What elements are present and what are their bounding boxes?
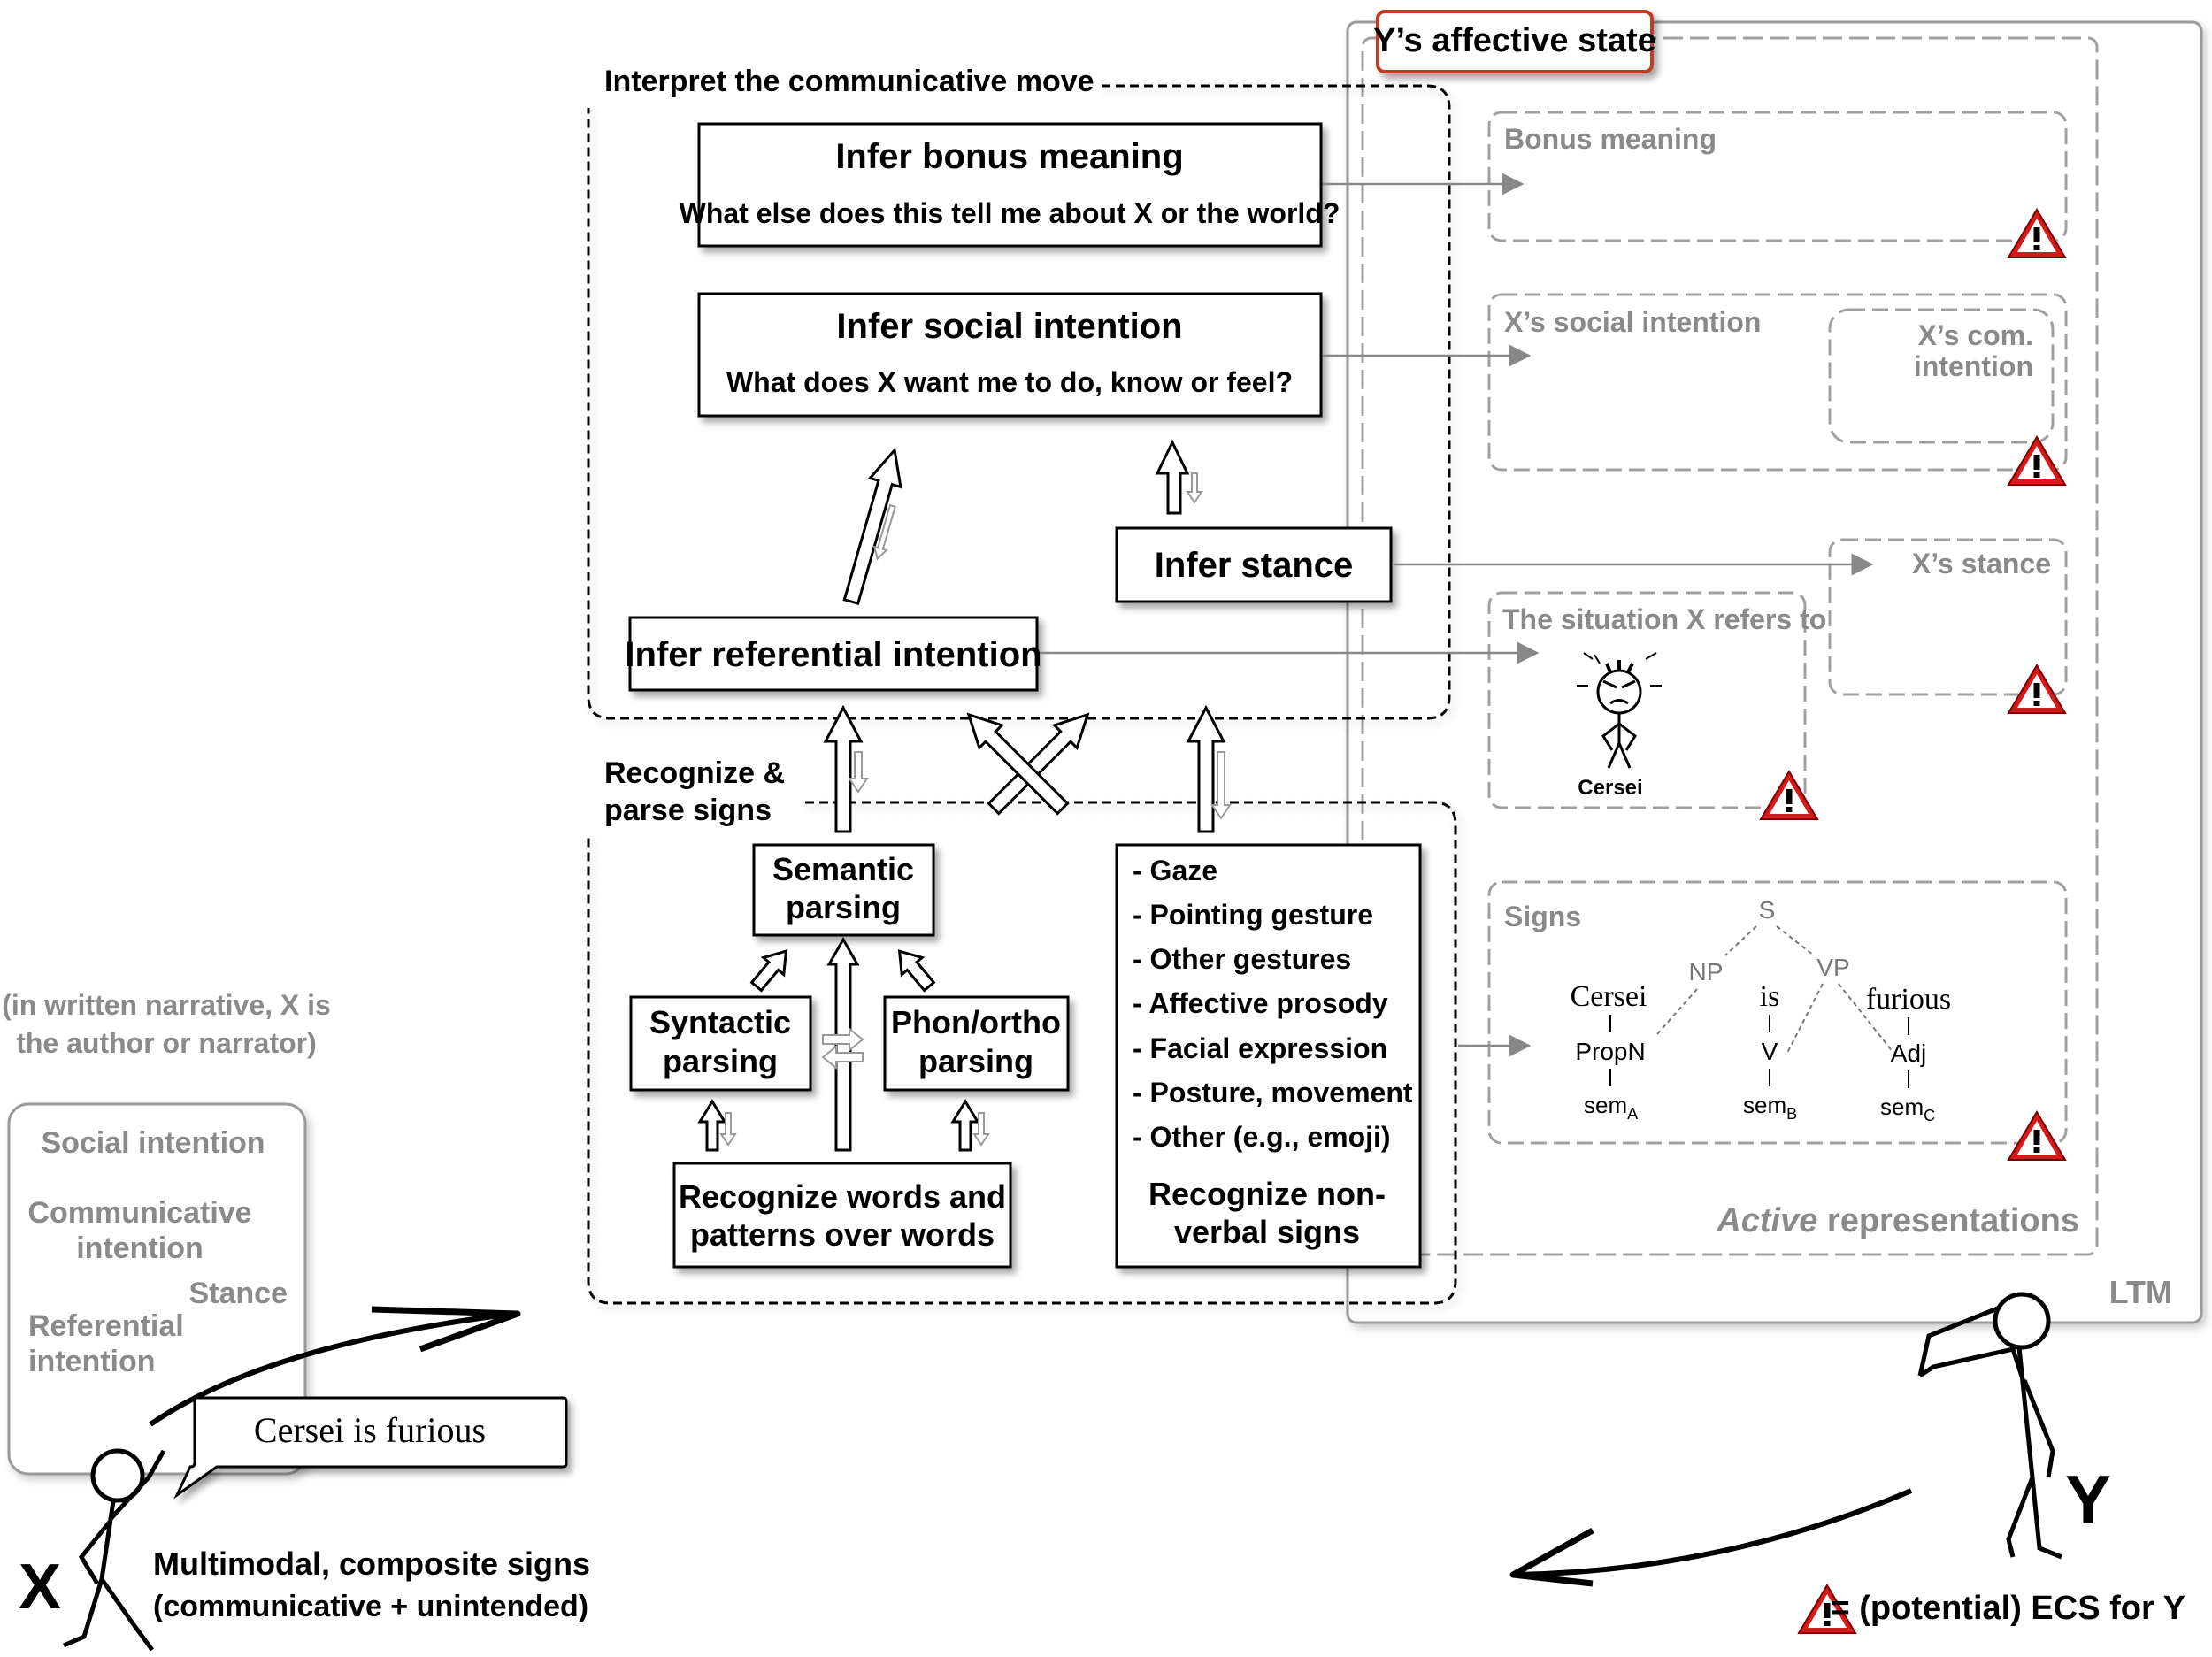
tree-word-furious: furious [1866,983,1951,1016]
angry-cersei-figure [1577,652,1662,769]
caption-communicative: (communicative + unintended) [153,1590,588,1623]
svg-text:What else does this tell me ab: What else does this tell me about X or t… [680,197,1340,229]
recognize-panel: Recognize & parse signs [587,756,1457,1305]
svg-text:intention: intention [76,1231,204,1265]
svg-text:Infer stance: Infer stance [1155,546,1354,585]
infer-referential-intention-box: Infer referential intention [625,616,1042,692]
svg-text:Cersei: Cersei [1578,776,1642,800]
svg-text:Communicative: Communicative [27,1196,251,1230]
svg-text:- Pointing gesture: - Pointing gesture [1133,899,1373,931]
ltm-label: LTM [2109,1274,2172,1310]
svg-text:intention: intention [1914,350,2033,382]
block-arrows [697,439,1232,1152]
svg-text:- Posture, movement: - Posture, movement [1133,1077,1413,1109]
parse-tree: S NP VP Cersei is furious PropN V Adj se… [1571,896,1952,1124]
speaker-note: (in written narrative, X is the author o… [2,989,331,1059]
interpret-title: Interpret the communicative move [604,65,1094,98]
com-intention-box [1828,308,2055,444]
lateral-arrows [821,1026,864,1070]
svg-text:parsing: parsing [663,1043,778,1079]
svg-text:verbal signs: verbal signs [1174,1214,1360,1250]
affective-state-label: Y’s affective state [1373,10,1656,73]
ecs-legend: = (potential) ECS for Y [1798,1584,2185,1634]
listener-y-label: Y [2065,1461,2111,1538]
speaker-x-figure [63,1448,166,1652]
tree-node-vp: VP [1816,954,1849,981]
tree-node-s: S [1759,896,1776,924]
svg-text:parsing: parsing [918,1043,1033,1079]
tree-sem-c: semC [1880,1093,1935,1124]
svg-text:parse signs: parse signs [604,794,772,827]
active-representations-label: Active representations [1716,1202,2079,1239]
speech-bubble: Cersei is furious [173,1396,568,1500]
signs-box: Signs S NP VP Cersei is furious PropN V … [1487,880,2068,1161]
infer-stance-box: Infer stance [1115,526,1393,603]
communication-arrow-y [1509,1488,1913,1587]
tree-sem-b: semB [1743,1092,1797,1123]
svg-text:The situation X refers to: The situation X refers to [1502,603,1826,635]
tree-pos-adj: Adj [1891,1039,1926,1067]
tree-pos-v: V [1762,1038,1778,1065]
svg-text:Bonus meaning: Bonus meaning [1504,123,1717,155]
infer-social-intention-box: Infer social intention What does X want … [697,292,1323,418]
svg-text:Cersei is furious: Cersei is furious [254,1410,486,1450]
svg-text:Phon/ortho: Phon/ortho [891,1004,1061,1040]
bonus-meaning-box: Bonus meaning [1487,111,2068,258]
tree-sem-a: semA [1584,1092,1638,1123]
svg-text:- Gaze: - Gaze [1133,855,1217,886]
svg-text:What does X want me to do, kno: What does X want me to do, know or feel? [726,366,1293,398]
interpret-panel: Interpret the communicative move [587,65,1451,720]
svg-text:- Facial expression: - Facial expression [1133,1032,1387,1064]
connector-arrows [1040,173,1874,1057]
semantic-parsing-box: Semantic parsing [752,843,935,937]
situation-box: The situation X refers to Cersei [1487,591,1826,820]
tree-pos-propn: PropN [1575,1038,1645,1065]
svg-text:X’s com.: X’s com. [1918,319,2033,351]
tree-node-np: NP [1689,958,1724,986]
infer-bonus-meaning-box: Infer bonus meaning What else does this … [680,122,1340,248]
svg-text:- Other gestures: - Other gestures [1133,943,1351,975]
svg-text:Recognize non-: Recognize non- [1148,1176,1386,1212]
svg-text:Infer social intention: Infer social intention [836,307,1182,346]
caption-multimodal: Multimodal, composite signs [153,1546,590,1582]
svg-text:parsing: parsing [786,889,901,925]
svg-text:Semantic: Semantic [772,851,914,887]
svg-text:Signs: Signs [1504,901,1581,932]
svg-text:Y’s affective state: Y’s affective state [1373,22,1656,59]
listener-y-figure [1917,1292,2062,1560]
svg-text:(in written narrative, X is: (in written narrative, X is [2,989,331,1021]
svg-text:= (potential) ECS for Y: = (potential) ECS for Y [1830,1590,2185,1627]
stance-box: X’s stance [1828,538,2068,714]
svg-text:Stance: Stance [189,1277,288,1310]
svg-text:patterns over words: patterns over words [690,1216,995,1253]
svg-text:Social intention: Social intention [41,1126,265,1160]
svg-text:X’s social intention: X’s social intention [1504,306,1761,338]
syntactic-parsing-box: Syntactic parsing [629,995,812,1092]
speaker-x-label: X [19,1552,61,1622]
social-intention-box: X’s social intention X’s com. intention [1487,293,2068,486]
svg-text:Recognize words and: Recognize words and [679,1178,1006,1215]
nonverbal-signs-box: - Gaze - Pointing gesture - Other gestur… [1115,843,1422,1269]
tree-word-cersei: Cersei [1571,980,1647,1013]
svg-text:Referential: Referential [28,1309,184,1343]
svg-text:the author or narrator): the author or narrator) [16,1027,317,1059]
svg-text:intention: intention [28,1345,156,1378]
svg-text:X’s stance: X’s stance [1912,548,2051,579]
svg-text:Syntactic: Syntactic [649,1004,791,1040]
communication-arrow-x [149,1306,521,1427]
phon-ortho-parsing-box: Phon/ortho parsing [883,995,1070,1092]
svg-text:Recognize &: Recognize & [604,756,785,790]
svg-text:- Affective prosody: - Affective prosody [1133,987,1388,1019]
svg-text:Infer referential intention: Infer referential intention [625,635,1041,674]
tree-word-is: is [1760,980,1780,1013]
svg-text:- Other (e.g., emoji): - Other (e.g., emoji) [1133,1121,1391,1153]
svg-text:Infer bonus meaning: Infer bonus meaning [835,137,1183,176]
recognize-words-box: Recognize words and patterns over words [672,1162,1012,1269]
